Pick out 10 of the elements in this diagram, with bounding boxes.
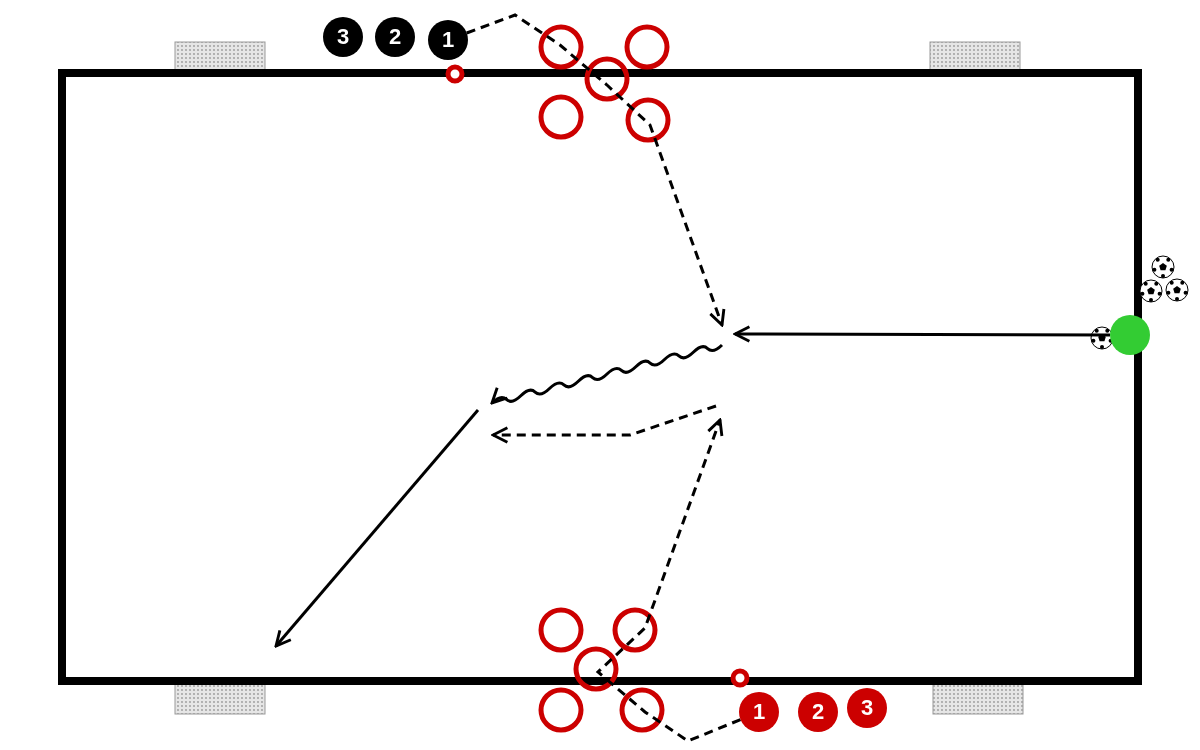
player-marker: 3 (323, 17, 363, 57)
pass-arrow (733, 325, 1110, 343)
run-arrow (595, 418, 742, 743)
run-arrow (466, 13, 726, 327)
player-marker: 2 (798, 692, 838, 732)
player-marker: 2 (375, 17, 415, 57)
player-marker: 1 (428, 20, 468, 60)
player-marker: 1 (739, 692, 779, 732)
coach-marker (1110, 315, 1150, 355)
player-marker: 3 (847, 688, 887, 728)
